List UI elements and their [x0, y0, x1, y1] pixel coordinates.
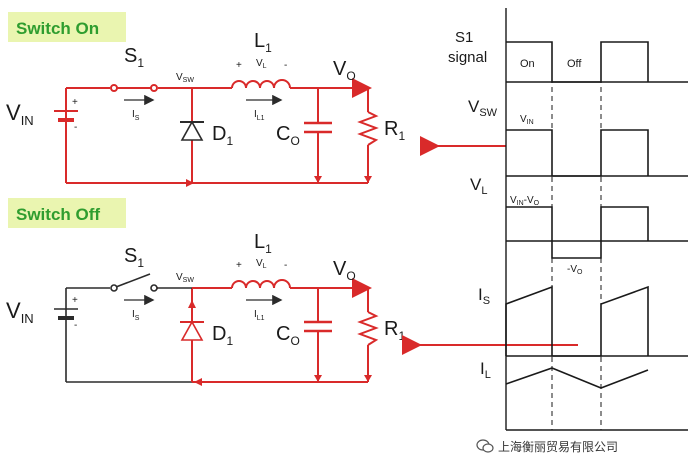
label-vl-off: VL	[256, 258, 267, 270]
diode-d1-off	[180, 320, 204, 341]
capacitor-co-off	[304, 320, 332, 382]
svg-text:-: -	[284, 260, 287, 271]
label-vin: VIN	[6, 100, 34, 128]
vsw-axis-label: VSW	[468, 97, 498, 119]
svg-text:+: +	[236, 260, 242, 271]
vl-axis-label: VL	[470, 175, 487, 197]
switch-on-circuit: Switch On + -	[6, 12, 405, 187]
label-co-off: CO	[276, 323, 300, 348]
switch-off-badge: Switch Off	[16, 205, 100, 224]
diode-d1	[180, 120, 204, 141]
svg-text:-: -	[74, 122, 77, 133]
inductor-l1-off	[231, 279, 291, 289]
label-il1: IL1	[254, 109, 265, 122]
label-vsw-off: VSW	[176, 272, 194, 284]
label-is: IS	[132, 109, 140, 122]
vsw-level-label: VIN	[520, 114, 534, 126]
switch-off-circuit: Switch Off +	[6, 198, 405, 386]
label-il1-off: IL1	[254, 309, 265, 322]
switch-off-badge-bg	[8, 198, 126, 228]
watermark: 上海衡丽贸易有限公司	[476, 436, 618, 456]
label-s1-off: S1	[124, 245, 144, 270]
label-vo-off: VO	[333, 258, 356, 283]
label-l1-off: L1	[254, 231, 272, 256]
label-is-off: IS	[132, 309, 140, 322]
vl-neg-label: -VO	[567, 264, 583, 276]
label-l1: L1	[254, 30, 272, 55]
label-vl: VL	[256, 58, 267, 70]
label-vo: VO	[333, 58, 356, 83]
label-r1-off: R1	[384, 318, 405, 343]
label-d1: D1	[212, 123, 233, 148]
inductor-l1	[231, 79, 291, 89]
capacitor-co	[304, 121, 332, 183]
label-vsw: VSW	[176, 72, 194, 84]
resistor-r1-off	[357, 311, 379, 346]
waveform-labels: S1 signal On Off VSW VIN VL VIN-VO -VO I…	[448, 29, 583, 381]
is-wave	[505, 285, 649, 357]
is-axis-label: IS	[478, 285, 490, 307]
svg-text:+: +	[236, 60, 242, 71]
svg-text:-: -	[74, 320, 77, 331]
resistor-r1	[357, 111, 379, 146]
s1-title-line1: S1	[455, 29, 473, 46]
vl-wave	[506, 206, 649, 259]
il-wave	[505, 367, 649, 389]
battery-vin: + -	[54, 97, 78, 133]
on-label: On	[520, 58, 535, 70]
label-co: CO	[276, 123, 300, 148]
vsw-wave	[506, 129, 649, 177]
svg-text:+: +	[72, 97, 78, 108]
il-axis-label: IL	[480, 359, 491, 381]
wechat-icon	[476, 439, 494, 453]
switch-on-badge-bg	[8, 12, 126, 42]
vl-pos-label: VIN-VO	[510, 195, 540, 207]
switch-s1-open	[110, 273, 158, 292]
watermark-text: 上海衡丽贸易有限公司	[498, 439, 619, 454]
battery-vin-off: + -	[54, 295, 78, 331]
s1-title-line2: signal	[448, 49, 487, 66]
s1-signal-wave	[506, 41, 649, 83]
label-s1: S1	[124, 45, 144, 70]
waveform-panel	[505, 8, 688, 431]
switch-s1-closed	[110, 84, 158, 92]
switch-on-badge: Switch On	[16, 19, 99, 38]
svg-text:+: +	[72, 295, 78, 306]
label-d1-off: D1	[212, 323, 233, 348]
svg-text:-: -	[284, 60, 287, 71]
off-label: Off	[567, 58, 582, 70]
label-vin-off: VIN	[6, 298, 34, 326]
label-r1: R1	[384, 118, 405, 143]
